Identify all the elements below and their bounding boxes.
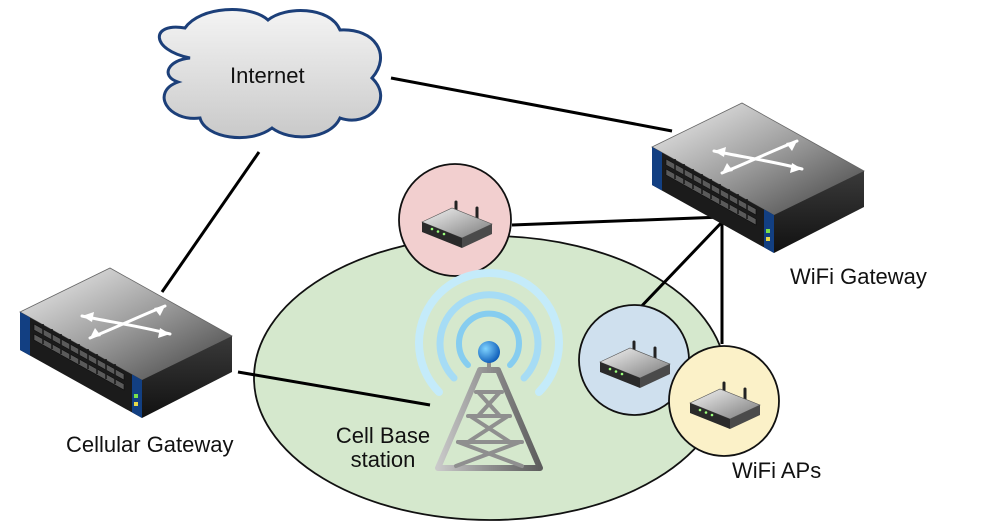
wifi-gateway-label: WiFi Gateway <box>790 264 927 289</box>
internet-cloud <box>157 8 383 140</box>
cell-base-station-label: Cell Base station <box>328 424 438 472</box>
link-cellular-gateway-base-station <box>237 370 431 407</box>
antenna-ball <box>478 341 500 363</box>
cellular-gateway-label: Cellular Gateway <box>66 432 234 457</box>
link-wifi-gateway-ap-blue <box>634 220 724 314</box>
cell-base-label-line2: station <box>350 447 416 472</box>
link-wifi-gateway-ap-top <box>511 215 723 227</box>
wifi-gateway-switch <box>651 102 865 253</box>
link-internet-cellular-gateway <box>160 151 261 293</box>
wifi-aps-label: WiFi APs <box>732 458 822 483</box>
cell-base-label-line1: Cell Base <box>335 423 431 448</box>
network-links <box>160 76 724 407</box>
signal-rings <box>415 269 563 396</box>
wifi-ap-top <box>398 163 512 277</box>
internet-label: Internet <box>230 63 305 88</box>
cellular-gateway-switch <box>19 267 233 418</box>
cell-tower <box>415 269 563 471</box>
link-internet-wifi-gateway <box>390 76 673 133</box>
wifi-ap-blue <box>578 304 690 416</box>
wifi-ap-yellow <box>668 345 780 457</box>
